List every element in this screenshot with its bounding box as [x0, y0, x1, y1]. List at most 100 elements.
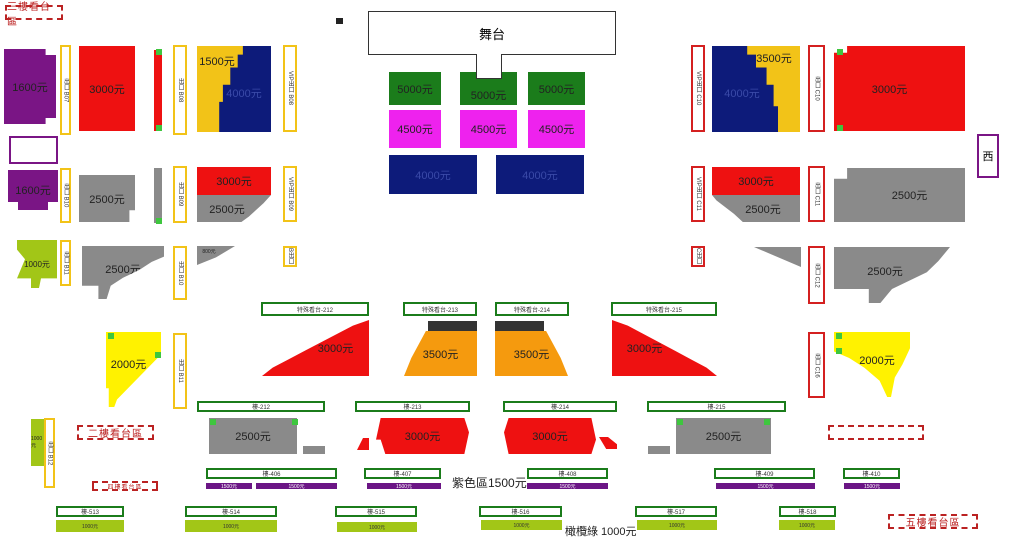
floor-center-notch: [476, 72, 502, 79]
lime-bar-516[interactable]: 1000元: [481, 520, 562, 530]
gate-vip-c10[interactable]: VIP出口 C10: [691, 45, 705, 132]
floor-zone-5000-left[interactable]: 5000元: [389, 72, 441, 105]
zone-red-3000-stand-212[interactable]: 3000元: [262, 320, 369, 376]
gate-b12[interactable]: 出口 B12: [44, 418, 55, 488]
zone-gray-2500-section-215[interactable]: 2500元: [676, 418, 771, 454]
zone-yellow-2000-right[interactable]: 2000元: [834, 332, 910, 397]
gate-c16[interactable]: 出口 C16: [808, 332, 825, 398]
section-label-513[interactable]: 樓-513: [56, 506, 124, 517]
gate-vip-c11[interactable]: VIP出口 C11: [691, 166, 705, 222]
toilet-icon: [837, 125, 843, 131]
gate-b11[interactable]: 出口 B11: [60, 240, 71, 286]
gate-b10-mid[interactable]: 出口 B10: [173, 246, 187, 300]
floor-zone-4500-center[interactable]: 4500元: [460, 110, 517, 148]
zone-gray-strip-right[interactable]: [754, 247, 801, 267]
toilet-icon: [156, 49, 162, 55]
zone-gray-strip-215[interactable]: [648, 446, 670, 454]
zone-gray-2500-right-c[interactable]: 2500元: [834, 247, 950, 303]
section-label-408[interactable]: 樓-408: [527, 468, 608, 479]
purple-bar-407[interactable]: 1500元: [367, 483, 441, 490]
purple-bar-410[interactable]: 1500元: [844, 483, 900, 490]
section-label-517[interactable]: 樓-517: [635, 506, 717, 517]
zone-gray-2500-left-c[interactable]: 2500元: [82, 246, 164, 299]
stand-label-215[interactable]: 特殊看台-215: [611, 302, 717, 316]
zone-lime-1000-lower[interactable]: 1000元: [31, 419, 44, 466]
sold-out-area-2f: 二樓看台區: [77, 425, 154, 440]
purple-bar-406a[interactable]: 1500元: [206, 483, 252, 490]
section-label-214[interactable]: 樓-214: [503, 401, 617, 412]
stand-214-top-row: [495, 321, 544, 331]
zone-red-3000-right-b[interactable]: 3000元: [712, 167, 800, 195]
zone-gray-2500-right-b[interactable]: 2500元: [712, 195, 800, 222]
section-label-406[interactable]: 樓-406: [206, 468, 337, 479]
stand-213-top-row: [428, 321, 477, 331]
stand-label-213[interactable]: 特殊看台-213: [403, 302, 477, 316]
lime-bar-518[interactable]: 1000元: [779, 520, 835, 530]
zone-gray-strip-212[interactable]: [303, 446, 325, 454]
label-4000-right: 4000元: [724, 88, 760, 100]
zone-red-3000-left[interactable]: 3000元: [79, 46, 135, 131]
zone-purple-1600-top[interactable]: 1600元: [4, 49, 56, 124]
floor-zone-4000-right[interactable]: 4000元: [496, 155, 584, 194]
floor-zone-4500-left[interactable]: 4500元: [389, 110, 441, 148]
stage-label: 舞台: [478, 26, 505, 42]
gate-vip-b09[interactable]: VIP出口 B09: [283, 166, 297, 222]
section-label-515[interactable]: 樓-515: [335, 506, 417, 517]
west-label-box: 西: [977, 134, 999, 178]
zone-red-strip-left[interactable]: [154, 50, 162, 131]
gate-b10-left[interactable]: 出口 B10: [60, 168, 71, 223]
purple-bar-406b[interactable]: 1500元: [256, 483, 337, 490]
zone-gray-strip-left[interactable]: [154, 168, 162, 223]
zone-orange-3500-214[interactable]: 3500元: [495, 331, 568, 376]
zone-gray-2500-right-a[interactable]: 2500元: [834, 168, 965, 222]
section-label-407[interactable]: 樓-407: [364, 468, 441, 479]
zone-gray-2500-section-212[interactable]: 2500元: [209, 418, 297, 454]
section-label-514[interactable]: 樓-514: [185, 506, 277, 517]
gate-c11[interactable]: 出口 C11: [808, 166, 825, 222]
gate-b08[interactable]: 出口 B08: [173, 45, 187, 135]
gate-c[interactable]: C出口: [691, 246, 705, 267]
zone-red-bit-213[interactable]: [357, 438, 369, 450]
gate-b-left[interactable]: B出口: [283, 246, 297, 267]
zone-red-3000-section-214[interactable]: 3000元: [504, 418, 596, 454]
zone-gray-2500-left-b[interactable]: 2500元: [197, 195, 271, 222]
section-label-213[interactable]: 樓-213: [355, 401, 470, 412]
gate-c10[interactable]: 出口 C10: [808, 45, 825, 132]
zone-lime-1000-left[interactable]: 1000元: [17, 240, 57, 288]
zone-orange-3500-213[interactable]: 3500元: [404, 331, 477, 376]
zone-red-3000-section-213[interactable]: 3000元: [376, 418, 469, 454]
zone-yellow-2000-left[interactable]: 2000元: [106, 332, 161, 407]
stage: 舞台: [368, 11, 616, 55]
toilet-icon: [292, 419, 298, 425]
gate-b07[interactable]: 出口 B07: [60, 45, 71, 135]
section-label-410[interactable]: 樓-410: [843, 468, 900, 479]
gate-c12[interactable]: 出口 C12: [808, 246, 825, 304]
floor-zone-4500-right[interactable]: 4500元: [528, 110, 585, 148]
zone-red-bit-214[interactable]: [599, 437, 617, 449]
purple-bar-408[interactable]: 1500元: [527, 483, 608, 490]
section-label-212[interactable]: 樓-212: [197, 401, 325, 412]
section-label-518[interactable]: 樓-518: [779, 506, 836, 517]
zone-purple-1600-mid[interactable]: 1600元: [8, 170, 58, 210]
lime-bar-517[interactable]: 1000元: [637, 520, 717, 530]
zone-gray-2500-left-a[interactable]: 2500元: [79, 175, 135, 222]
purple-bar-409[interactable]: 1500元: [716, 483, 815, 490]
floor-zone-5000-right[interactable]: 5000元: [528, 72, 585, 105]
gate-b09[interactable]: 出口 B09: [173, 166, 187, 223]
section-label-516[interactable]: 樓-516: [479, 506, 562, 517]
stand-label-212[interactable]: 特殊看台-212: [261, 302, 369, 316]
lime-bar-513[interactable]: 1000元: [56, 520, 124, 532]
stand-label-214[interactable]: 特殊看台-214: [495, 302, 569, 316]
gate-b11-lower[interactable]: 出口 B11: [173, 333, 187, 409]
lime-bar-514[interactable]: 1000元: [185, 520, 277, 532]
zone-gray-800-left[interactable]: 800元: [197, 246, 235, 265]
floor-zone-4000-left[interactable]: 4000元: [389, 155, 477, 194]
zone-red-3000-right[interactable]: 3000元: [834, 46, 965, 131]
gate-vip-b08[interactable]: VIP出口 B08: [283, 45, 297, 132]
section-label-409[interactable]: 樓-409: [714, 468, 815, 479]
section-label-215[interactable]: 樓-215: [647, 401, 786, 412]
toilet-icon: [155, 352, 161, 358]
lime-bar-515[interactable]: 1000元: [337, 522, 417, 532]
zone-red-3000-stand-215[interactable]: 3000元: [612, 320, 717, 376]
zone-red-3000-left-b[interactable]: 3000元: [197, 167, 271, 195]
